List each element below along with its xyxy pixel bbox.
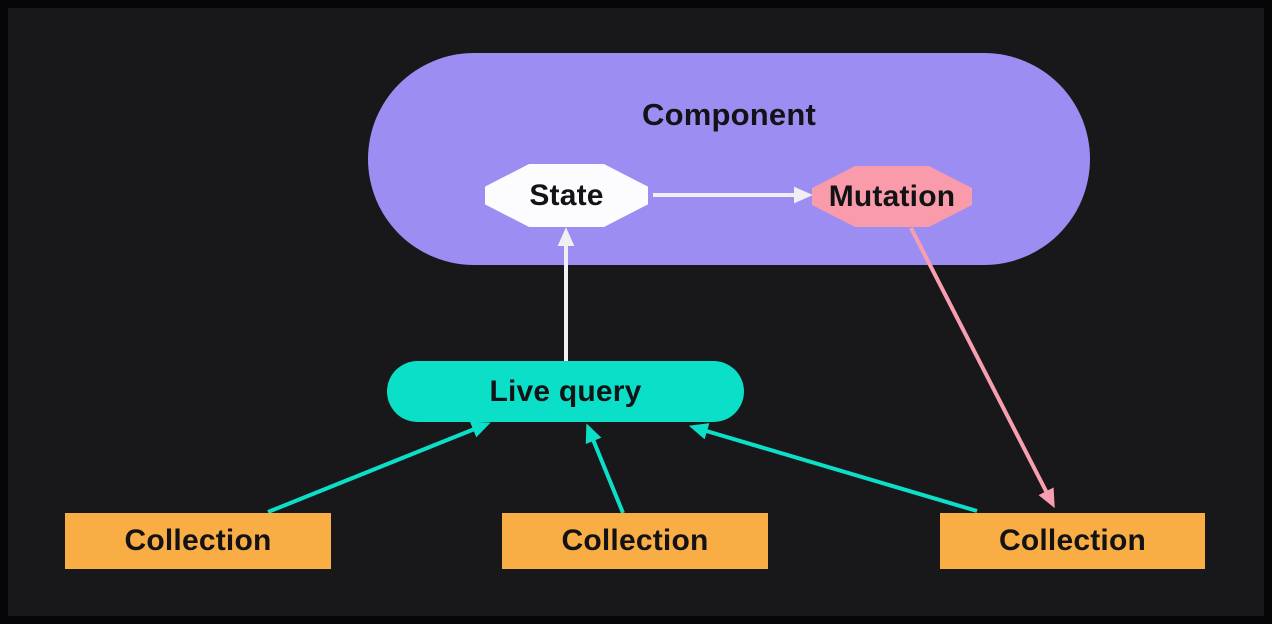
- collection-node-right: Collection: [940, 513, 1205, 569]
- mutation-label: Mutation: [828, 179, 956, 213]
- collection-node-left: Collection: [65, 513, 331, 569]
- live-query-label: Live query: [489, 374, 642, 408]
- collection-node-middle: Collection: [502, 513, 768, 569]
- collection-left-label: Collection: [124, 524, 272, 557]
- live-query-node: Live query: [387, 361, 744, 422]
- state-label: State: [529, 178, 604, 212]
- component-label: Component: [642, 97, 816, 132]
- mutation-node: Mutation: [812, 166, 972, 227]
- component-node: Component: [368, 53, 1090, 265]
- collection-middle-label: Collection: [561, 524, 709, 557]
- state-node: State: [485, 164, 648, 227]
- collection-right-label: Collection: [998, 524, 1146, 557]
